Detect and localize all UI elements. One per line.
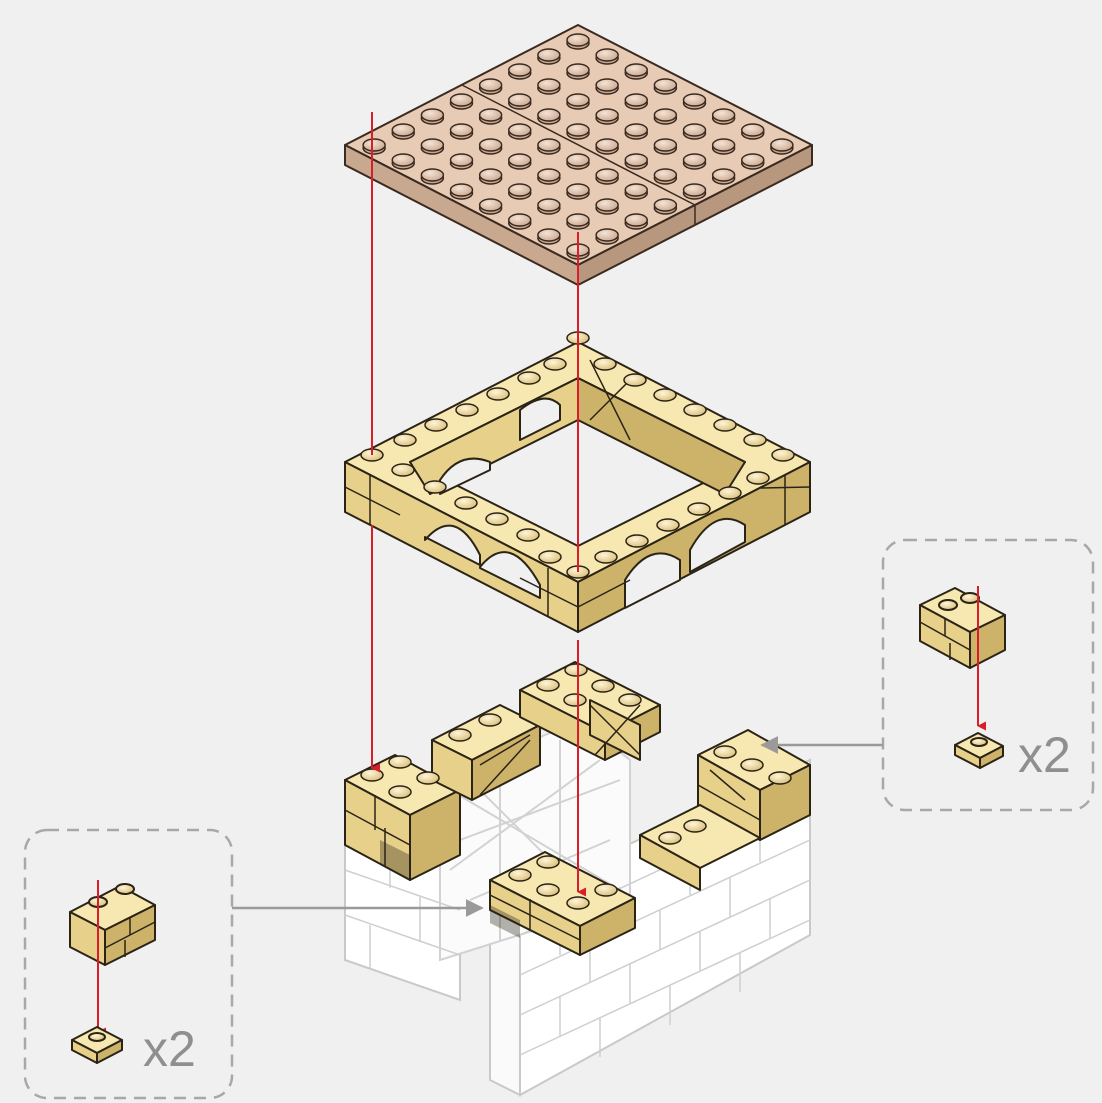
plate-stud xyxy=(391,153,415,167)
arch-cutout-4 xyxy=(689,517,746,573)
plate-stud xyxy=(508,183,532,197)
plate-stud xyxy=(741,123,765,137)
arch-cutout-2 xyxy=(479,551,541,599)
plate-stud xyxy=(537,48,561,62)
plate-studs xyxy=(362,33,794,260)
arch-cutout-1 xyxy=(424,524,481,566)
plate-stud xyxy=(420,168,445,182)
plate-stud xyxy=(566,183,590,197)
plate-stud xyxy=(653,108,678,122)
plate-stud xyxy=(711,108,736,122)
plate-stud xyxy=(478,168,503,182)
plate-stud xyxy=(682,153,707,167)
plate-stud xyxy=(508,123,532,137)
callout-left: x2 xyxy=(23,828,234,1100)
plate-stud xyxy=(420,138,445,152)
plate-stud xyxy=(624,213,648,227)
plate-stud xyxy=(478,198,503,212)
callout-left-frame xyxy=(23,828,234,1100)
plate-stud xyxy=(741,153,765,167)
plate-stud xyxy=(566,93,590,107)
plate-stud xyxy=(653,138,678,152)
battlement-studs xyxy=(360,663,792,910)
plate-stud xyxy=(595,198,619,212)
battlement-back-left xyxy=(431,704,541,801)
plate-stud xyxy=(566,123,590,137)
round-tile-icon xyxy=(71,1026,123,1064)
plate-stud xyxy=(770,138,794,152)
plate-stud xyxy=(478,78,503,92)
plate-stud xyxy=(624,63,648,77)
top-plate-8x8 xyxy=(344,24,813,286)
battlement-bricks xyxy=(344,661,811,956)
plate-stud xyxy=(537,108,561,122)
plate-stud xyxy=(537,228,561,242)
plate-stud xyxy=(508,153,532,167)
plate-stud xyxy=(449,93,474,107)
battlement-left-corner xyxy=(344,754,461,881)
plate-stud xyxy=(449,123,474,137)
arch-cutout-inner-2 xyxy=(519,397,561,441)
plate-stud xyxy=(595,228,619,242)
plate-stud xyxy=(566,213,590,227)
plate-stud xyxy=(653,198,678,212)
plate-stud xyxy=(362,138,386,152)
plate-stud xyxy=(595,108,619,122)
plate-stud xyxy=(508,63,532,77)
callout-left-quantity: x2 xyxy=(143,1021,196,1077)
plate-stud xyxy=(595,48,619,62)
plate-stud xyxy=(653,78,678,92)
plate-stud xyxy=(478,138,503,152)
plate-stud xyxy=(682,93,707,107)
plate-stud xyxy=(682,183,707,197)
plate-stud xyxy=(566,63,590,77)
plate-stud xyxy=(595,138,619,152)
plate-stud xyxy=(449,153,474,167)
plate-stud xyxy=(682,123,707,137)
plate-stud xyxy=(711,168,736,182)
plate-stud xyxy=(537,138,561,152)
arch-cutout-inner-1 xyxy=(439,457,491,495)
plate-stud xyxy=(537,78,561,92)
plate-stud xyxy=(595,78,619,92)
plate-stud xyxy=(478,108,503,122)
arch-frame-masonry xyxy=(344,359,811,617)
plate-stud xyxy=(595,168,619,182)
plate-seam-a xyxy=(461,84,696,206)
plate-stud xyxy=(711,138,736,152)
plate-stud xyxy=(653,168,678,182)
plate-stud xyxy=(624,123,648,137)
callout-right-quantity: x2 xyxy=(1018,727,1071,783)
plate-stud xyxy=(537,168,561,182)
arch-cutout-3 xyxy=(624,552,681,609)
plate-stud xyxy=(508,213,532,227)
plate-stud xyxy=(391,123,415,137)
masonry-brick-icon xyxy=(69,883,156,966)
assembly-arrows xyxy=(371,112,587,897)
plate-stud xyxy=(624,153,648,167)
plate-stud xyxy=(624,183,648,197)
plate-stud xyxy=(537,198,561,212)
plate-stud xyxy=(624,93,648,107)
plate-stud xyxy=(508,93,532,107)
plate-stud xyxy=(449,183,474,197)
plate-stud xyxy=(566,153,590,167)
callout-right: x2 xyxy=(881,538,1095,812)
plate-stud xyxy=(566,33,590,47)
round-tile-icon xyxy=(954,732,1004,769)
plate-stud xyxy=(420,108,445,122)
